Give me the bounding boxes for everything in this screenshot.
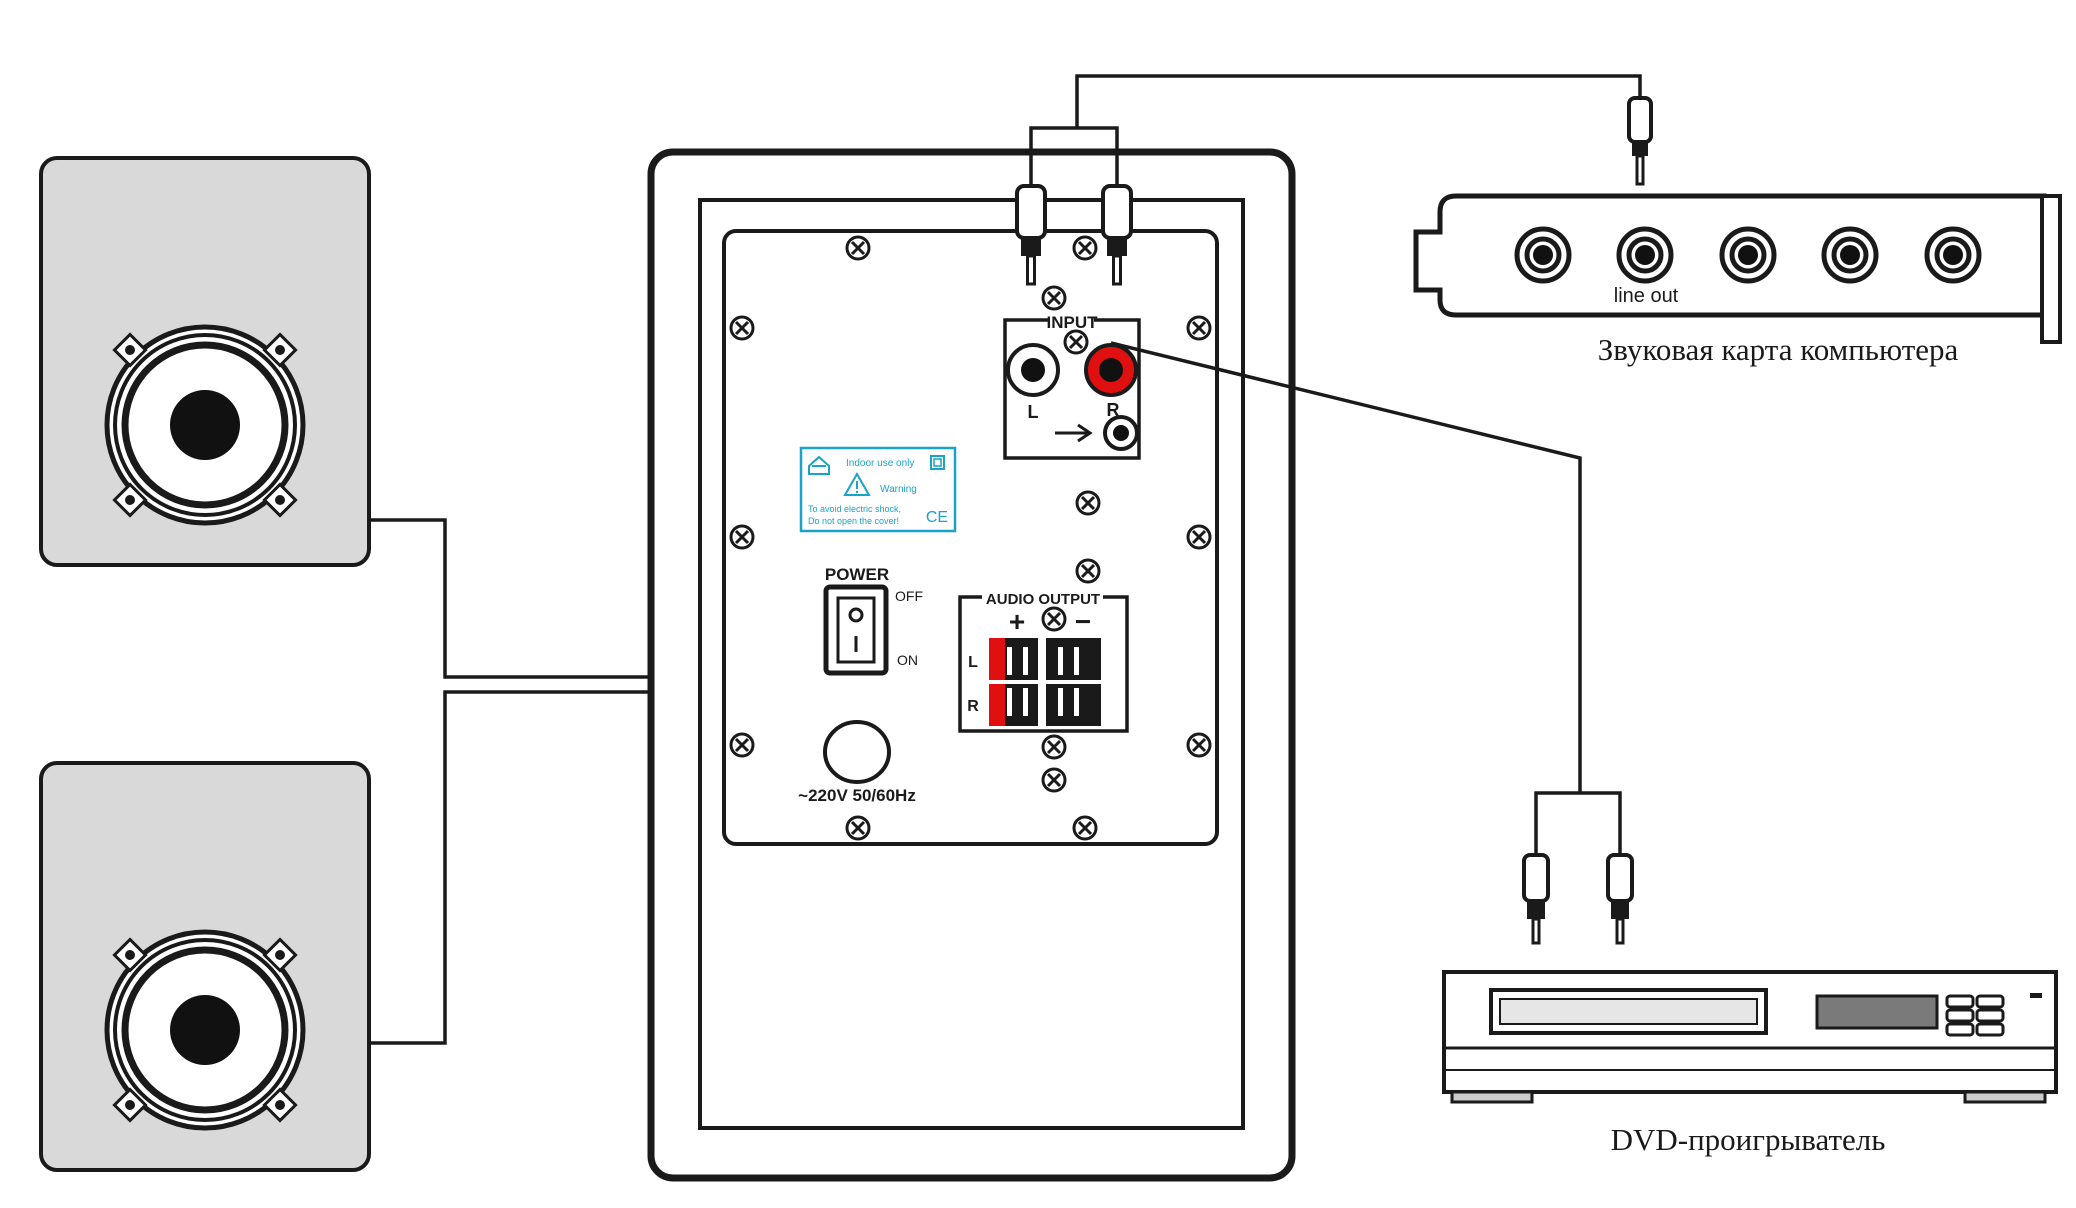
double-insulation-icon — [930, 455, 945, 470]
power-off-label: OFF — [895, 588, 923, 604]
screw-icon — [845, 235, 871, 261]
left-top-speaker — [39, 156, 371, 567]
dvd-power-led — [2030, 993, 2042, 998]
dvd-foot — [1963, 1090, 2047, 1104]
power-on-label: ON — [897, 652, 918, 668]
audio-output-panel: AUDIO OUTPUT + − L R — [958, 591, 1129, 733]
screw-icon — [1186, 524, 1212, 550]
power-label: POWER — [825, 565, 889, 584]
warning-triangle-icon — [843, 471, 871, 496]
screw-icon — [1041, 285, 1067, 311]
speaker-driver-icon — [107, 327, 303, 523]
card-jack[interactable] — [1824, 229, 1876, 281]
screw-icon — [1186, 315, 1212, 341]
screw-icon — [729, 315, 755, 341]
screw-icon — [729, 524, 755, 550]
card-jack[interactable] — [1517, 229, 1569, 281]
dvd-caption: DVD-проигрыватель — [1611, 1122, 1886, 1157]
ce-mark-icon: CE — [926, 509, 948, 526]
mains-label: ~220V 50/60Hz — [798, 786, 916, 805]
audio-output-minus: − — [1075, 606, 1091, 637]
dvd-cable — [1110, 341, 1622, 855]
screw-icon — [1041, 767, 1067, 793]
rca-plug-icon — [1522, 853, 1550, 945]
card-jack[interactable] — [1927, 229, 1979, 281]
sound-card: line out — [1413, 193, 2062, 344]
screw-icon — [845, 815, 871, 841]
rca-plug-icon — [1606, 853, 1634, 945]
screw-icon — [1063, 329, 1089, 355]
warning-line-4: Do not open the cover! — [808, 516, 899, 526]
left-bottom-speaker — [39, 761, 371, 1172]
screw-icon — [1075, 558, 1101, 584]
screw-icon — [1186, 732, 1212, 758]
input-label: INPUT — [1047, 313, 1099, 332]
screw-icon — [1075, 490, 1101, 516]
mains-inlet: ~220V 50/60Hz — [798, 720, 916, 805]
screw-icon — [1041, 734, 1067, 760]
card-jack[interactable] — [1722, 229, 1774, 281]
audio-output-right-label: R — [967, 698, 979, 715]
input-left-label: L — [1028, 402, 1039, 422]
audio-output-plus: + — [1009, 606, 1025, 637]
warning-label: Indoor use only Warning To avoid electri… — [799, 446, 957, 533]
sound-card-cable — [1029, 74, 1642, 186]
screw-icon — [1041, 606, 1067, 632]
warning-line-1: Indoor use only — [846, 458, 914, 469]
screw-icon — [1072, 235, 1098, 261]
dvd-foot — [1450, 1090, 1534, 1104]
dvd-player — [1442, 970, 2058, 1104]
screw-icon — [729, 732, 755, 758]
main-speaker: INPUT L R Indoor use only — [647, 148, 1296, 1182]
dvd-display — [1815, 994, 1939, 1030]
input-panel: INPUT L R — [1003, 313, 1141, 460]
screw-icon — [1072, 815, 1098, 841]
home-icon — [808, 455, 830, 475]
card-jack-line-out[interactable] — [1619, 229, 1671, 281]
power-switch-area: POWER OFF ON — [823, 565, 923, 676]
sound-card-caption: Звуковая карта компьютера — [1598, 332, 1959, 367]
power-cord-socket[interactable] — [823, 720, 891, 784]
speaker-driver-icon — [107, 932, 303, 1128]
line-out-label: line out — [1614, 285, 1679, 307]
warning-line-2: Warning — [880, 484, 917, 495]
arrow-into-jack-icon — [1055, 423, 1093, 443]
warning-line-3: To avoid electric shock, — [808, 504, 901, 514]
input-right-label: R — [1107, 400, 1120, 420]
dvd-buttons[interactable] — [1945, 994, 2005, 1037]
audio-output-left-label: L — [968, 654, 978, 671]
rca-plug-icon — [1627, 96, 1653, 186]
audio-output-label: AUDIO OUTPUT — [986, 591, 1100, 608]
